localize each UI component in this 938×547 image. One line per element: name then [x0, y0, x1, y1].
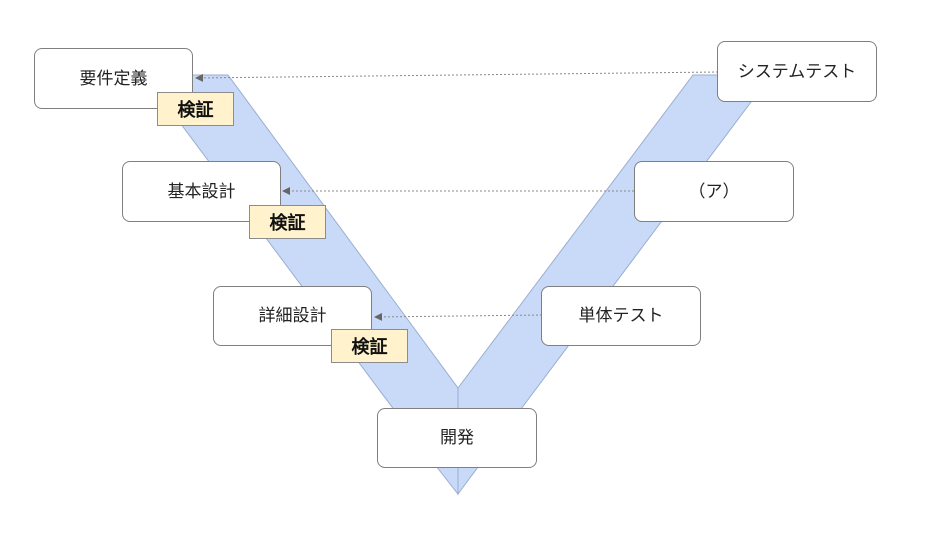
- arrow-system-test-to-requirements: [195, 71, 719, 82]
- node-unknown-a: （ア）: [634, 161, 794, 222]
- node-unit-test-label: 単体テスト: [578, 306, 664, 326]
- verify-tag-requirements: 検証: [157, 92, 234, 126]
- node-unit-test: 単体テスト: [541, 286, 701, 346]
- verify-tag-requirements-label: 検証: [177, 100, 214, 121]
- node-development-label: 開発: [440, 428, 474, 448]
- node-development: 開発: [377, 408, 537, 468]
- verify-tag-detailed-design-label: 検証: [351, 337, 388, 358]
- node-detailed-design-label: 詳細設計: [258, 306, 327, 326]
- node-system-test-label: システムテスト: [737, 61, 857, 82]
- node-requirements: 要件定義: [34, 48, 193, 109]
- node-basic-design-label: 基本設計: [167, 181, 236, 202]
- node-system-test: システムテスト: [717, 41, 877, 102]
- node-unknown-a-label: （ア）: [688, 181, 740, 202]
- verify-tag-detailed-design: 検証: [331, 329, 408, 363]
- node-requirements-label: 要件定義: [79, 68, 148, 89]
- verify-tag-basic-design-label: 検証: [269, 213, 306, 234]
- verify-tag-basic-design: 検証: [249, 205, 326, 239]
